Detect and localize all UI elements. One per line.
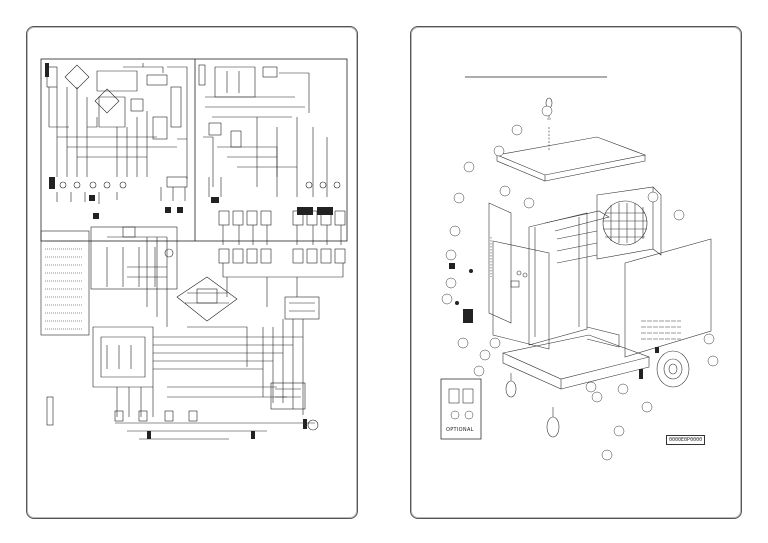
small-parts [449,263,659,379]
main-power-circuit [90,210,346,440]
rear-panel-fan [596,186,662,260]
side-panel-right [624,238,712,358]
front-panel [492,240,550,350]
chassis-frame [528,210,620,348]
top-cover [495,136,647,182]
wheels [505,350,690,438]
left-page-wiring-diagram [26,26,358,519]
base-plate [502,334,651,390]
wiring-diagram [40,58,348,440]
part-callouts [441,105,719,461]
exploded-parts-drawing [440,76,719,461]
control-circuit-left [46,63,188,204]
legend-block [40,230,90,426]
control-circuit-right [198,64,341,197]
optional-label: OPTIONAL [446,427,474,433]
right-page-exploded-view: OPTIONAL 0000E0P0000 [410,26,742,519]
optional-inset-box [440,378,482,440]
drawing-code-label: 0000E0P0000 [666,435,706,445]
side-panel-left [488,202,512,324]
